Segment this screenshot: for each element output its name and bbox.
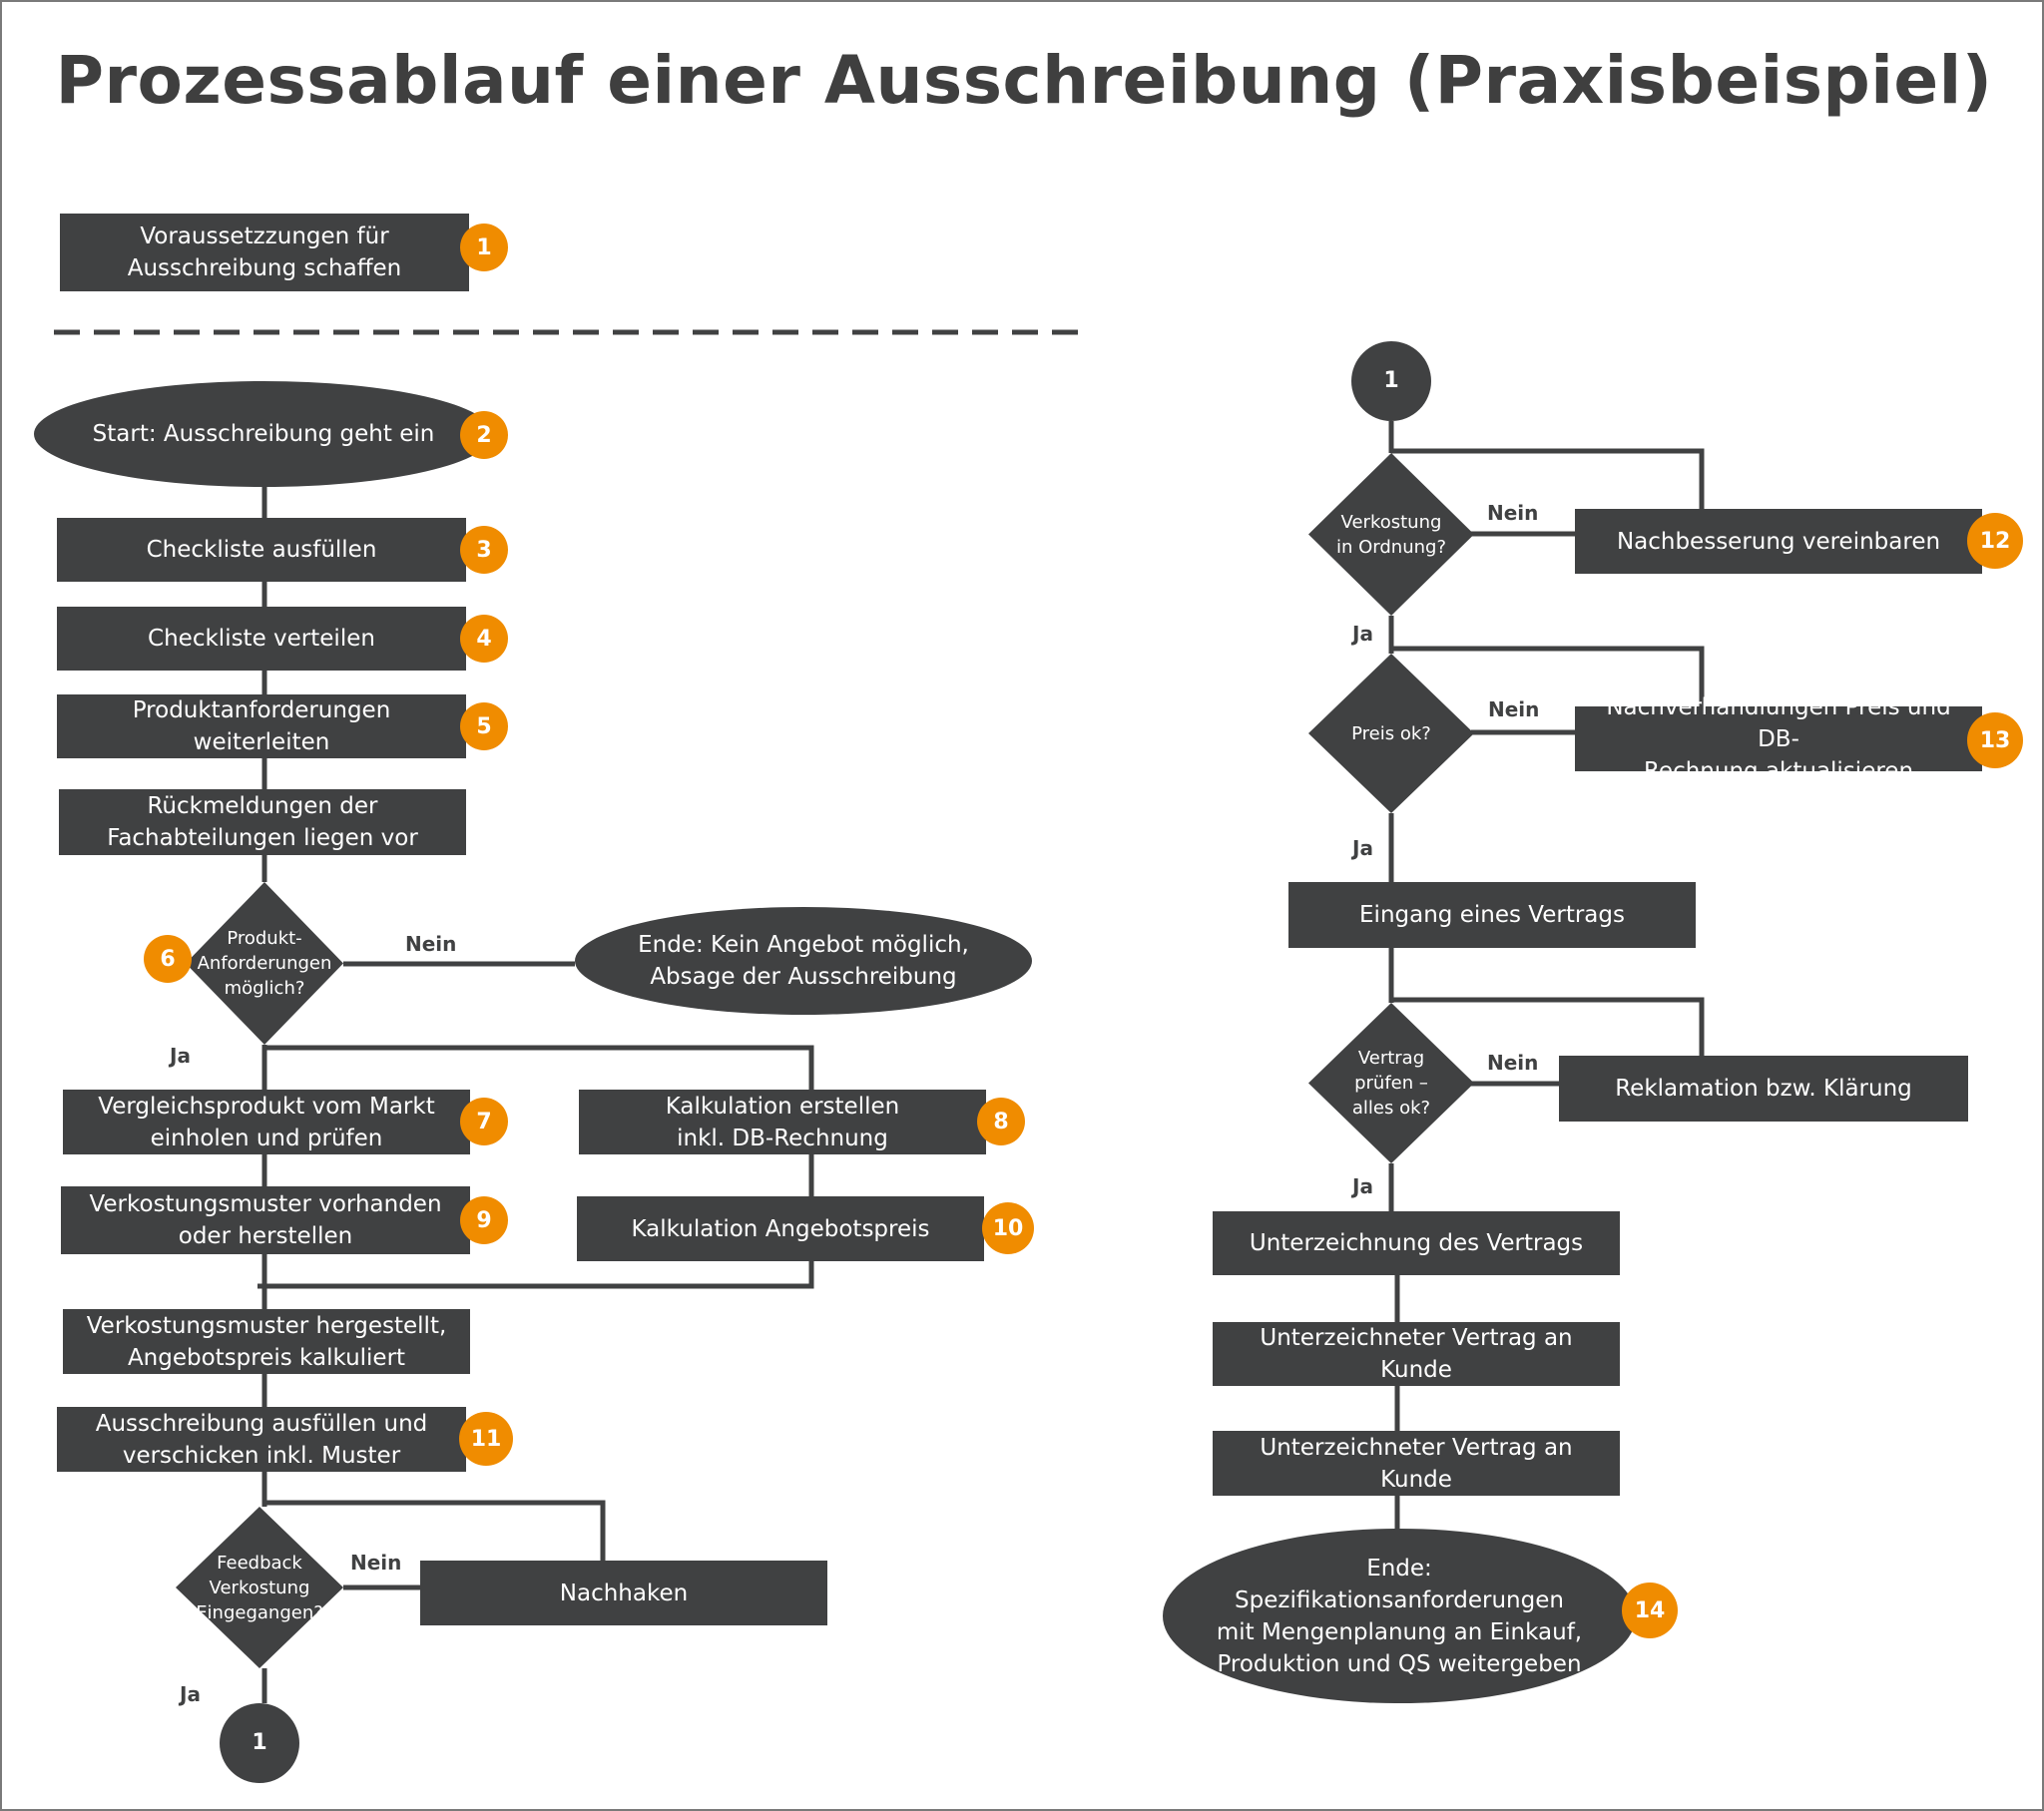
step-ausschreibung-ausfuellen: Ausschreibung ausfüllen und verschicken … [57, 1407, 466, 1472]
decision-vertrag-label: Vertrag prüfen – alles ok? [1351, 1048, 1431, 1119]
edge-loop-reklamation [1391, 997, 1705, 1056]
connector-left: 1 [220, 1703, 299, 1783]
decision-preis: Preis ok? [1308, 654, 1474, 813]
edge-ja-kalkulation [264, 1045, 814, 1090]
badge-10: 10 [982, 1202, 1034, 1254]
step-vertrag-an-kunde-1: Unterzeichneter Vertrag an Kunde [1213, 1322, 1620, 1386]
badge-5: 5 [460, 702, 508, 750]
end-spezifikation: Ende: Spezifikationsanforderungen mit Me… [1163, 1529, 1636, 1703]
badge-8: 8 [977, 1098, 1025, 1145]
label-nein-verkostung: Nein [1487, 501, 1539, 525]
end-kein-angebot: Ende: Kein Angebot möglich, Absage der A… [575, 907, 1032, 1015]
decision-verkostung: Verkostung in Ordnung? [1308, 453, 1474, 616]
connector-right: 1 [1351, 341, 1431, 421]
label-nein-vertrag: Nein [1487, 1051, 1539, 1075]
badge-14: 14 [1622, 1583, 1678, 1638]
step-vertrag-an-kunde-2: Unterzeichneter Vertrag an Kunde [1213, 1431, 1620, 1496]
decision-feedback: Feedback Verkostung Eingegangen? [176, 1507, 343, 1668]
badge-1: 1 [460, 224, 508, 271]
badge-9: 9 [460, 1196, 508, 1244]
decision-vertrag: Vertrag prüfen – alles ok? [1308, 1003, 1474, 1163]
edge-angebotspreis-merge [257, 1261, 814, 1289]
step-nachverhandlungen: Nachverhandlungen Preis und DB- Rechnung… [1575, 694, 1982, 784]
decision-anforderungen: Produkt- Anforderungen möglich? [186, 882, 343, 1045]
label-ja-feedback: Ja [180, 1682, 201, 1706]
decision-verkostung-label: Verkostung in Ordnung? [1335, 511, 1446, 558]
label-ja-anforderungen: Ja [170, 1044, 191, 1068]
label-ja-preis: Ja [1352, 836, 1373, 860]
step-checkliste-verteilen: Checkliste verteilen [57, 607, 466, 671]
step-reklamation: Reklamation bzw. Klärung [1559, 1056, 1968, 1122]
label-nein-preis: Nein [1488, 697, 1540, 721]
edge-loop-nachbesserung [1391, 448, 1705, 509]
step-vergleichsprodukt: Vergleichsprodukt vom Markt einholen und… [63, 1090, 470, 1154]
badge-12: 12 [1967, 513, 2023, 569]
page-title: Prozessablauf einer Ausschreibung (Praxi… [55, 42, 1993, 119]
step-kalkulation-erstellen: Kalkulation erstellen inkl. DB-Rechnung [579, 1090, 986, 1154]
edge-loop-nachverhandlung [1391, 646, 1705, 706]
step-produktanforderungen: Produktanforderungen weiterleiten [57, 694, 466, 758]
step-nachhaken: Nachhaken [420, 1561, 827, 1625]
badge-7: 7 [460, 1098, 508, 1145]
step-voraussetzungen: Voraussetzzungen für Ausschreibung schaf… [60, 214, 469, 291]
step-unterzeichnung: Unterzeichnung des Vertrags [1213, 1211, 1620, 1275]
step-nachbesserung: Nachbesserung vereinbaren [1575, 509, 1982, 574]
badge-4: 4 [460, 615, 508, 663]
badge-11: 11 [459, 1412, 513, 1466]
decision-preis-label: Preis ok? [1351, 722, 1431, 744]
step-checkliste-ausfuellen: Checkliste ausfüllen [57, 518, 466, 582]
decision-anforderungen-label: Produkt- Anforderungen möglich? [197, 928, 332, 999]
label-ja-vertrag: Ja [1352, 1174, 1373, 1198]
step-eingang-vertrag: Eingang eines Vertrags [1288, 882, 1696, 948]
start-oval: Start: Ausschreibung geht ein [34, 381, 493, 487]
step-rueckmeldungen: Rückmeldungen der Fachabteilungen liegen… [59, 789, 466, 855]
step-kalkulation-angebotspreis: Kalkulation Angebotspreis [577, 1196, 984, 1261]
edge-loop-nachhaken [264, 1500, 606, 1561]
label-ja-verkostung: Ja [1352, 622, 1373, 646]
badge-3: 3 [460, 526, 508, 574]
label-nein-anforderungen: Nein [405, 932, 457, 956]
label-nein-feedback: Nein [350, 1551, 402, 1575]
badge-6: 6 [144, 935, 192, 983]
badge-2: 2 [460, 411, 508, 459]
step-verkostungsmuster: Verkostungsmuster vorhanden oder herstel… [61, 1186, 470, 1254]
step-muster-hergestellt: Verkostungsmuster hergestellt, Angebotsp… [63, 1309, 470, 1374]
decision-feedback-label: Feedback Verkostung Eingegangen? [196, 1552, 323, 1623]
badge-13: 13 [1967, 712, 2023, 768]
